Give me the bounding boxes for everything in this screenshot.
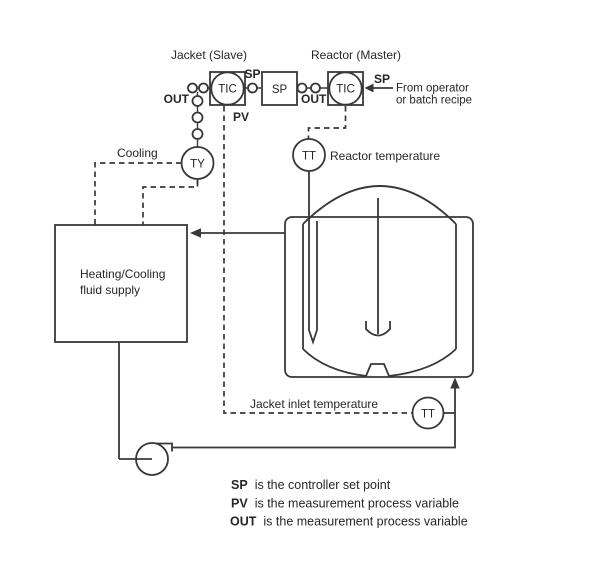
ty-output-signal-path (142, 181, 199, 225)
signal-circle (191, 95, 204, 107)
signal-circle (310, 82, 321, 94)
supply-label-line1: Heating/Cooling (80, 267, 165, 281)
legend-term-out: OUT (230, 515, 257, 529)
agitator-impeller (365, 321, 391, 337)
thermowell-probe (308, 171, 318, 345)
legend-def-out: is the measurement process variable (263, 515, 467, 529)
jacket-controller-symbol: TIC (209, 71, 246, 106)
sp-box-label: SP (272, 84, 288, 96)
arrowhead-into-supply (190, 228, 201, 238)
pv-signal-path (223, 106, 412, 414)
arrowhead-into-reactor-tic (364, 83, 374, 93)
out-label-jacket: OUT (164, 92, 190, 106)
dashed-signal-paths (94, 106, 412, 414)
reactor-tt-signal-path (307, 106, 347, 139)
supply-label-line2: fluid supply (80, 283, 140, 297)
legend-def-pv: is the measurement process variable (255, 497, 459, 511)
pump-icon (119, 442, 173, 476)
supply-unit: Heating/Cooling fluid supply (54, 224, 188, 343)
from-operator-line2: or batch recipe (396, 95, 472, 107)
instrument-nodes: TIC SP TIC TY TT TT (180, 71, 445, 430)
labels: Jacket (Slave) Reactor (Master) OUT SP O… (117, 48, 472, 411)
reactor-tic-tag: TIC (336, 84, 355, 96)
vessel-bottom-dish (302, 348, 457, 377)
legend-term-pv: PV (231, 497, 248, 511)
legend: SP is the controller set point PV is the m… (230, 478, 468, 529)
reactor-tt-tag: TT (302, 151, 316, 163)
reactor-vessel (284, 171, 474, 378)
jacket-tt-circle (411, 396, 445, 430)
reactor-jacket (284, 216, 474, 378)
reactor-tt-symbol: TT (292, 138, 326, 172)
signal-circle (187, 82, 198, 94)
supply-box (54, 224, 188, 343)
reactor-tic-circle (328, 71, 363, 106)
signal-circle (191, 111, 204, 124)
jacket-tic-tag: TIC (218, 84, 237, 96)
legend-def-sp: is the controller set point (255, 478, 391, 492)
legend-row-pv: PV is the measurement process variable (231, 497, 459, 511)
jacket-slave-title: Jacket (Slave) (171, 48, 247, 62)
reactor-tt-circle (292, 138, 326, 172)
pump-to-jacket-pipe (172, 385, 456, 449)
vessel-dome (302, 185, 457, 225)
cooling-signal-path (94, 162, 182, 225)
reactor-temperature-label: Reactor temperature (330, 149, 440, 163)
pv-label: PV (233, 110, 249, 124)
reactor-controller-symbol: TIC (327, 71, 364, 106)
legend-row-out: OUT is the measurement process variable (230, 515, 468, 529)
jacket-tt-symbol: TT (411, 396, 445, 430)
out-label-reactor: OUT (301, 92, 327, 106)
setpoint-box-symbol: SP (261, 71, 298, 106)
arrowhead-into-jacket (450, 377, 460, 389)
jacket-tic-circle (210, 71, 245, 106)
sp-label-jacket: SP (244, 67, 260, 81)
sp-box (261, 71, 298, 106)
signal-circle (198, 82, 209, 94)
jacket-inlet-temperature-label: Jacket inlet temperature (250, 397, 378, 411)
signal-circle (247, 82, 258, 94)
legend-row-sp: SP is the controller set point (231, 478, 391, 492)
from-operator-line1: From operator (396, 83, 469, 95)
reactor-master-title: Reactor (Master) (311, 48, 401, 62)
operator-setpoint-input (364, 83, 393, 93)
ty-converter-symbol: TY (180, 146, 215, 180)
ty-circle (180, 146, 215, 180)
ty-tag: TY (190, 159, 205, 171)
cooling-label: Cooling (117, 146, 158, 160)
legend-term-sp: SP (231, 478, 248, 492)
sp-label-reactor: SP (374, 72, 390, 86)
signal-circle (191, 128, 204, 140)
jacket-tt-tag: TT (421, 409, 435, 421)
process-piping (118, 228, 460, 459)
